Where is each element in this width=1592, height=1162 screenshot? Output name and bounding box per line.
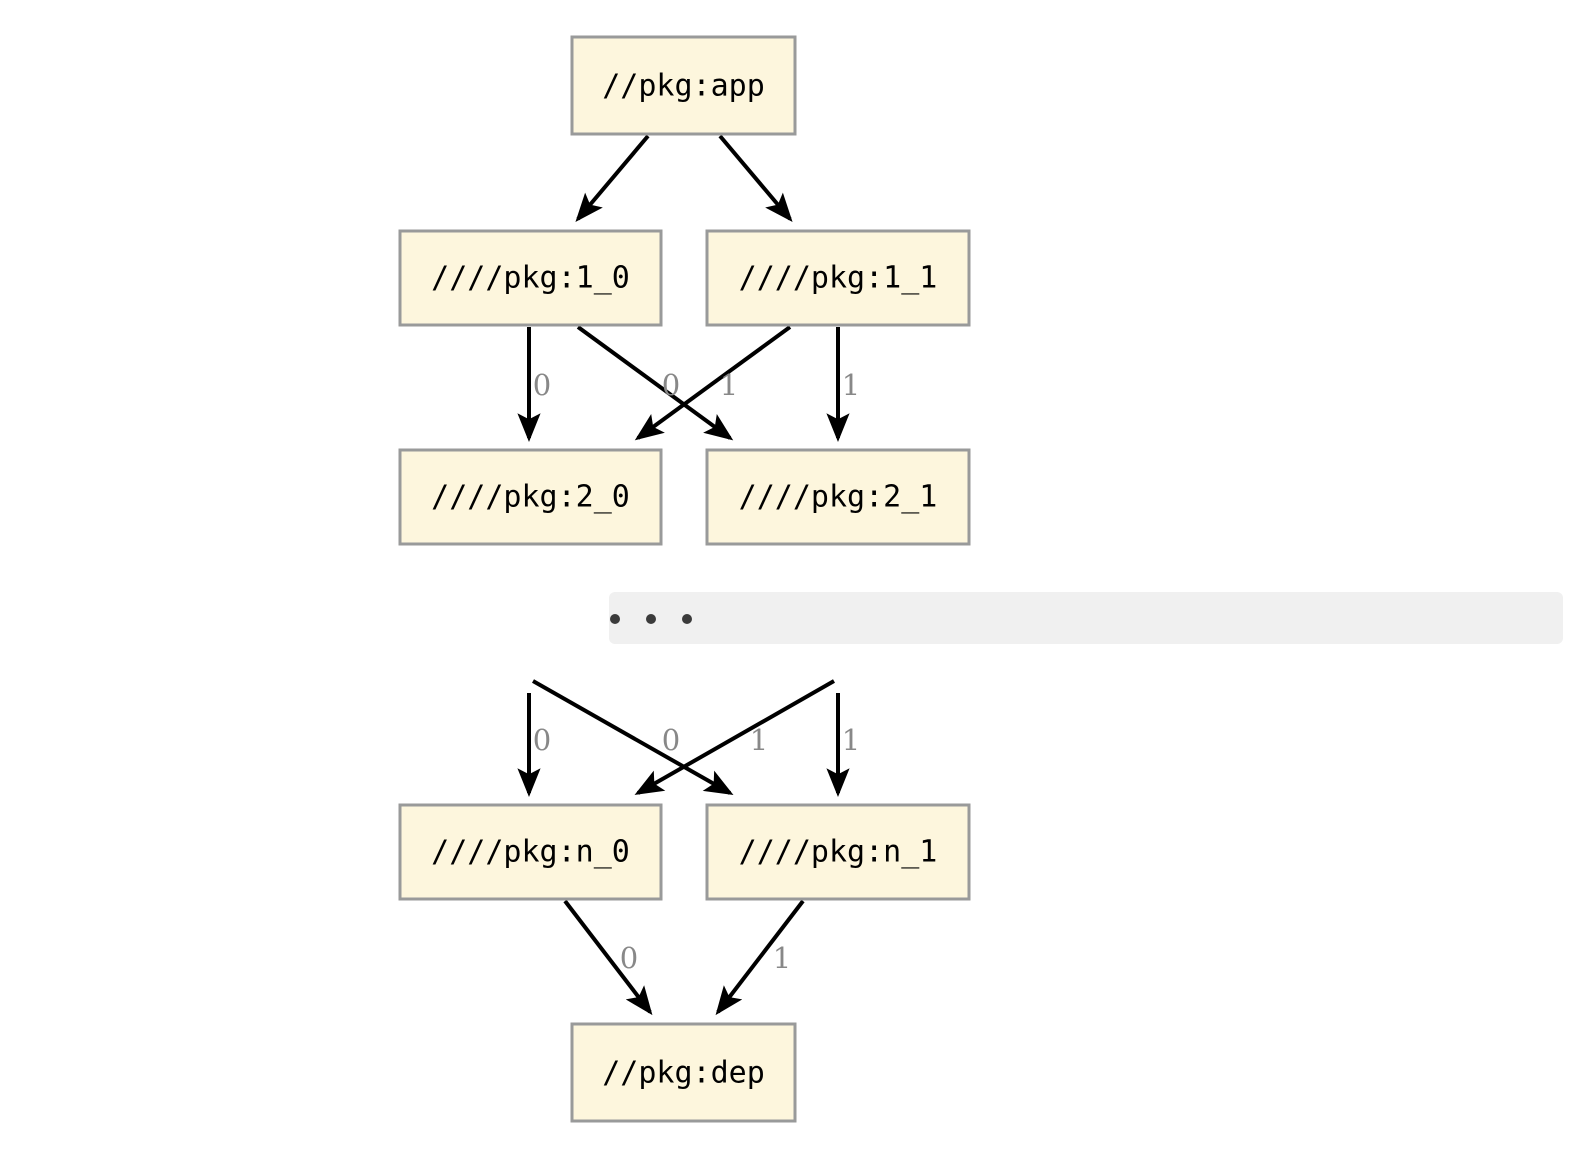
edge-dangling-cross-to-n_0 [634, 679, 835, 795]
node-2_1-label: ////pkg:2_1 [739, 480, 938, 515]
node-1_0[interactable]: ////pkg:1_0 [398, 229, 663, 327]
edge-label-1_1-2_1: 1 [842, 368, 860, 402]
edge-label-1_0-2_1: 0 [662, 368, 680, 402]
node-1_0-label: ////pkg:1_0 [431, 261, 630, 296]
edge-label-n_0-dep: 0 [620, 941, 638, 975]
node-2_0[interactable]: ////pkg:2_0 [398, 448, 663, 546]
edge-label-dangling-n_1-cross: 0 [662, 723, 680, 757]
node-1_1-label: ////pkg:1_1 [739, 261, 938, 296]
edge-1_0-to-2_1 [576, 325, 734, 441]
node-dep[interactable]: //pkg:dep [570, 1022, 797, 1123]
edge-1_1-to-2_0 [634, 325, 792, 441]
node-app[interactable]: //pkg:app [570, 35, 797, 136]
ellipsis-dot-3 [682, 614, 692, 624]
edge-label-1_1-2_0: 1 [720, 368, 738, 402]
node-dep-label: //pkg:dep [602, 1056, 765, 1091]
edge-label-dangling-n_0: 0 [533, 723, 551, 757]
ellipsis-dot-2 [646, 614, 656, 624]
edge-app-to-1_1 [718, 134, 793, 223]
node-n_0-label: ////pkg:n_0 [431, 835, 630, 870]
node-n_1[interactable]: ////pkg:n_1 [705, 803, 971, 901]
edge-label-dangling-n_0-cross: 1 [750, 723, 768, 757]
node-1_1[interactable]: ////pkg:1_1 [705, 229, 971, 327]
ellipsis-dot-1 [610, 614, 620, 624]
node-2_0-label: ////pkg:2_0 [431, 480, 630, 515]
node-app-label: //pkg:app [602, 69, 765, 104]
edge-n_1-to-dep [715, 899, 805, 1016]
node-2_1[interactable]: ////pkg:2_1 [705, 448, 971, 546]
edge-n_0-to-dep [563, 899, 653, 1016]
edge-label-n_1-dep: 1 [773, 941, 791, 975]
node-n_1-label: ////pkg:n_1 [739, 835, 938, 870]
node-n_0[interactable]: ////pkg:n_0 [398, 803, 663, 901]
edge-label-1_0-2_0: 0 [533, 368, 551, 402]
edge-label-dangling-n_1: 1 [842, 723, 860, 757]
edge-app-to-1_0 [575, 134, 650, 223]
ellipsis-separator [609, 592, 1563, 644]
edge-dangling-cross-to-n_1 [532, 679, 734, 795]
